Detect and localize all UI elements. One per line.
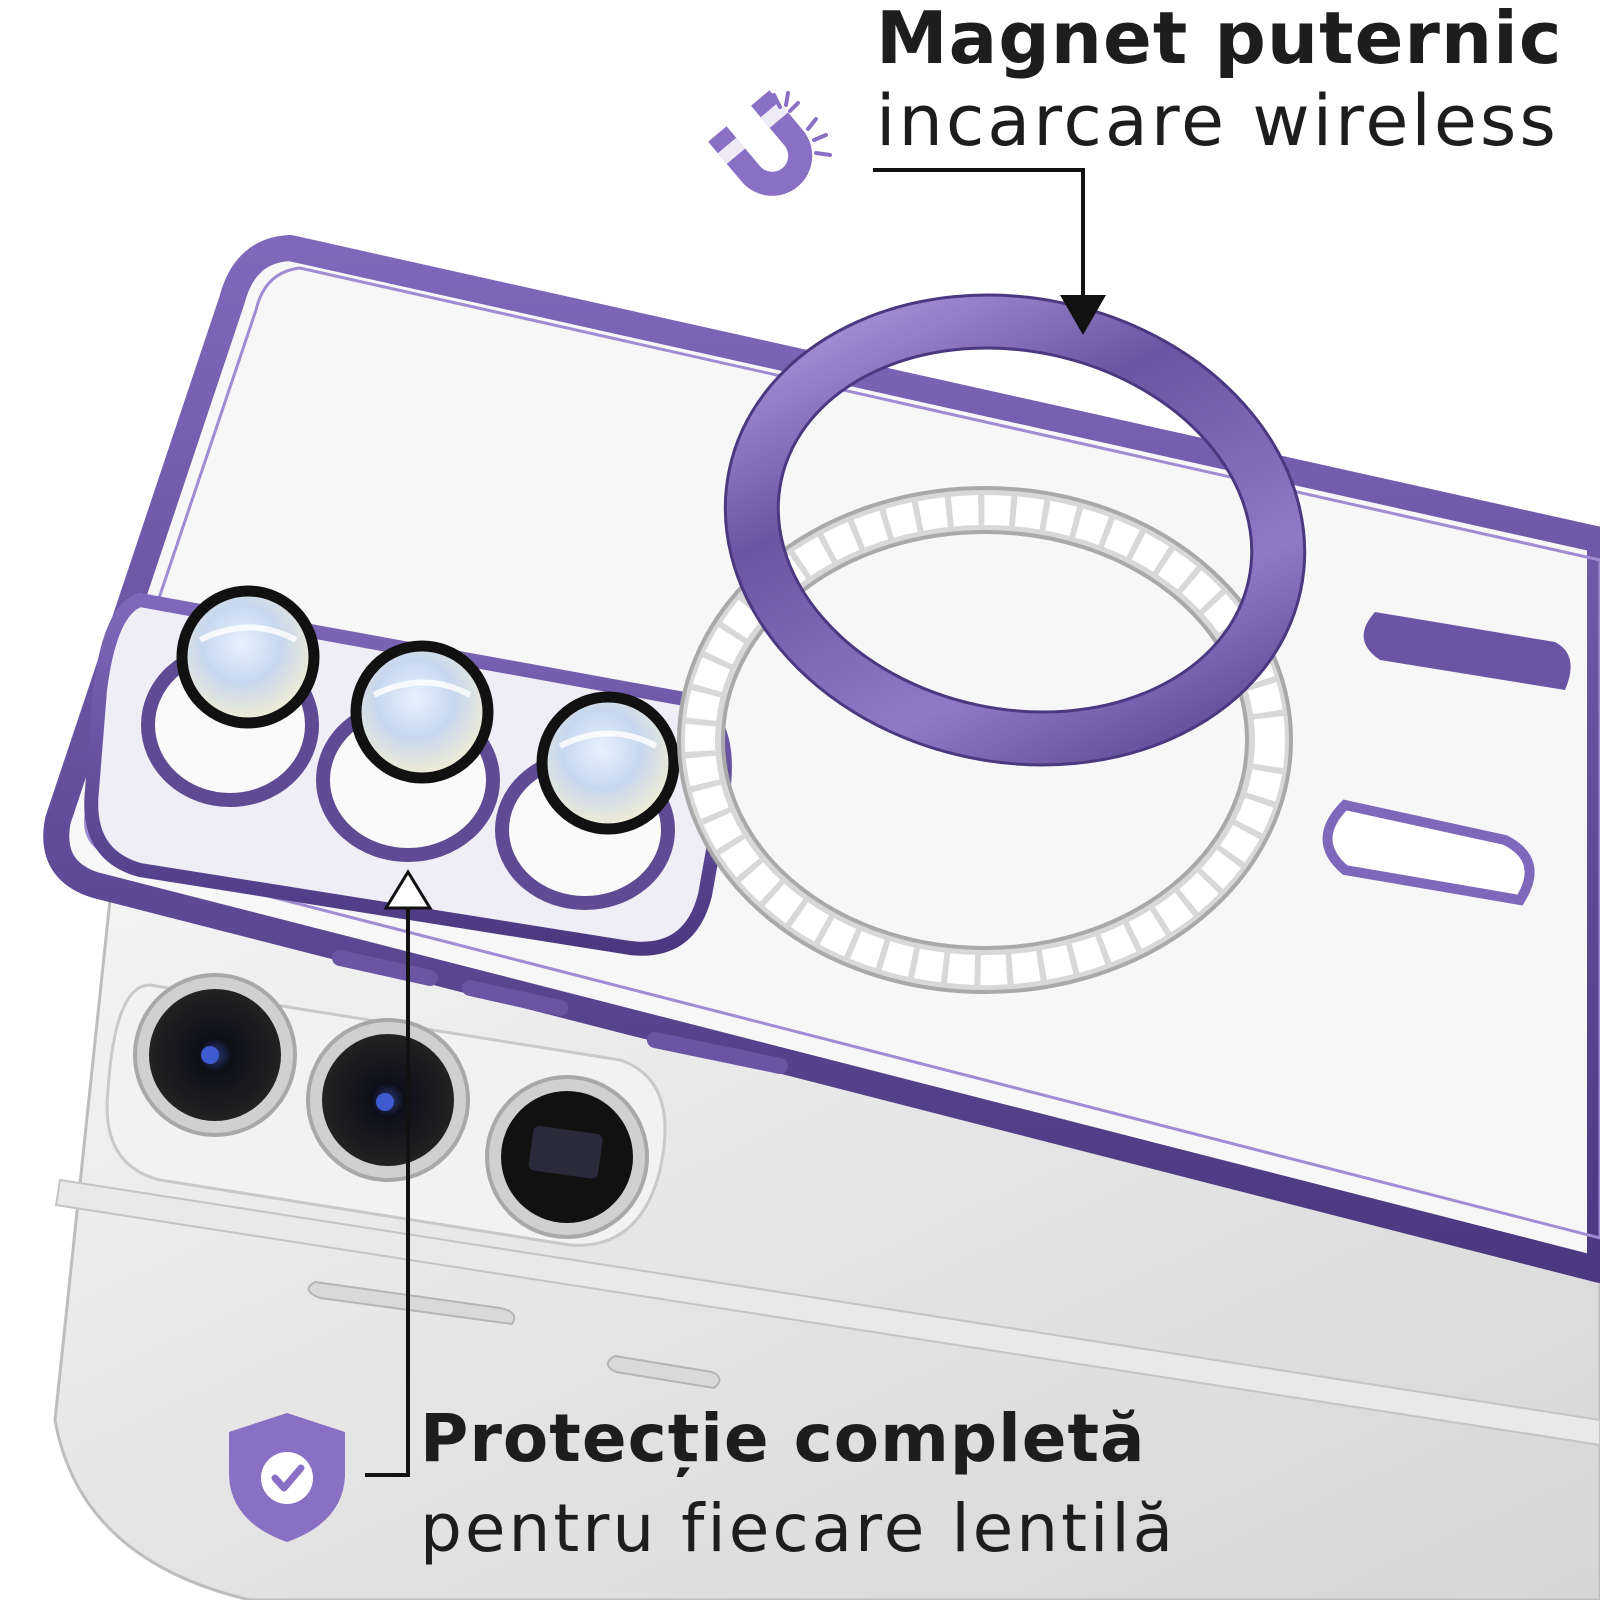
camera-lens-1 (133, 973, 297, 1137)
magnetic-ring-purple (723, 293, 1307, 767)
magnet-subtitle: incarcare wireless (876, 80, 1559, 162)
magnet-icon (708, 90, 832, 196)
lens-protector-3 (536, 691, 680, 835)
lens-protector-1 (176, 585, 320, 729)
magnetic-ring-silver (677, 486, 1293, 994)
protection-subtitle: pentru fiecare lentilă (420, 1490, 1177, 1567)
camera-lens-2 (306, 1018, 470, 1182)
protection-title: Protecție completă (420, 1400, 1146, 1477)
shield-check-icon (229, 1413, 345, 1542)
magnet-title: Magnet puternic (876, 0, 1563, 80)
magnet-callout-arrow (873, 168, 1106, 335)
lens-protector-2 (350, 640, 494, 784)
clear-case (43, 235, 1600, 1283)
camera-lens-3 (485, 1075, 649, 1239)
protection-callout-arrow (365, 869, 433, 1477)
